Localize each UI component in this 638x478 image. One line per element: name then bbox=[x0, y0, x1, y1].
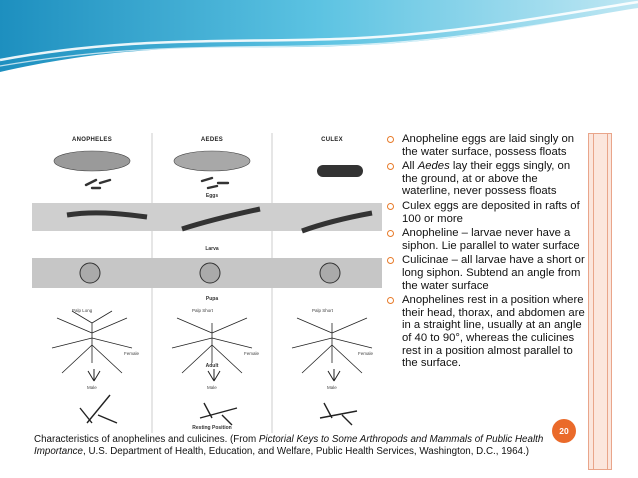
anopheles-adult-icon bbox=[51, 310, 133, 374]
male-label-aedes: Male bbox=[207, 385, 217, 390]
stage-label-pupa: Pupa bbox=[205, 296, 219, 302]
palp-label-aedes: Palp Short bbox=[192, 308, 214, 313]
aedes-egg-mass-icon bbox=[173, 150, 251, 172]
anopheles-single-eggs-icon bbox=[84, 178, 112, 190]
bullet-text: Culicinae – all larvae have a short or l… bbox=[402, 254, 585, 292]
figure-illustration bbox=[32, 133, 382, 433]
palp-label-anopheles: Palp Long bbox=[72, 308, 93, 313]
aedes-adult-icon bbox=[171, 317, 253, 374]
female-label-culex: Female bbox=[358, 351, 374, 356]
column-head-culex: CULEX bbox=[321, 137, 343, 143]
bullet-circle-icon bbox=[387, 257, 394, 265]
characteristics-bullet-list: Anopheline eggs are laid singly on the w… bbox=[385, 133, 585, 372]
aedes-larva-icon bbox=[181, 206, 261, 232]
bullet-circle-icon bbox=[387, 163, 394, 171]
side-decoration-strip bbox=[588, 133, 612, 470]
anopheles-resting-icon bbox=[79, 394, 118, 424]
bullet-text: Anopheline – larvae never have a siphon.… bbox=[402, 227, 580, 252]
male-label-anopheles: Male bbox=[87, 385, 97, 390]
column-head-anopheles: ANOPHELES bbox=[71, 137, 113, 143]
female-label-aedes: Female bbox=[244, 351, 260, 356]
bullet-item: Culex eggs are deposited in rafts of 100… bbox=[385, 200, 585, 225]
bullet-circle-icon bbox=[387, 136, 394, 143]
caption-text-end: , U.S. Department of Health, Education, … bbox=[83, 446, 529, 457]
bullet-item: Culicinae – all larvae have a short or l… bbox=[385, 254, 585, 292]
header-wave-decoration bbox=[0, 0, 638, 72]
bullet-text: Anopheline eggs are laid singly on the w… bbox=[402, 133, 575, 158]
aedes-single-eggs-icon bbox=[200, 176, 230, 190]
bullet-item: Anopheline – larvae never have a siphon.… bbox=[385, 227, 585, 252]
anopheles-pupa-icon bbox=[79, 262, 101, 284]
culex-egg-raft-icon bbox=[317, 165, 363, 177]
culex-adult-icon bbox=[291, 317, 373, 374]
female-label-anopheles: Female bbox=[124, 351, 140, 356]
aedes-male-head-icon bbox=[207, 369, 221, 382]
stage-label-adult: Adult bbox=[205, 363, 219, 369]
bullet-item: Anopheline eggs are laid singly on the w… bbox=[385, 133, 585, 158]
side-strip-inner bbox=[593, 134, 608, 469]
bullet-text: Culex eggs are deposited in rafts of 100… bbox=[402, 199, 580, 225]
culex-pupa-icon bbox=[319, 262, 341, 284]
palp-label-culex: Palp Short bbox=[312, 308, 334, 313]
page-number-badge: 20 bbox=[552, 419, 576, 443]
bullet-circle-icon bbox=[387, 202, 394, 210]
aedes-pupa-icon bbox=[199, 262, 221, 284]
bullet-italic-genus: Aedes bbox=[417, 160, 450, 173]
culex-larva-icon bbox=[301, 210, 373, 234]
bullet-item: Anophelines rest in a position where the… bbox=[385, 294, 585, 370]
bullet-item: All Aedes lay their eggs singly, on the … bbox=[385, 160, 585, 198]
anopheles-male-head-icon bbox=[87, 369, 101, 382]
culex-male-head-icon bbox=[327, 369, 341, 382]
column-head-aedes: AEDES bbox=[200, 137, 224, 143]
bullet-circle-icon bbox=[387, 230, 394, 238]
aedes-resting-icon bbox=[199, 402, 238, 426]
anopheles-egg-mass-icon bbox=[53, 150, 131, 172]
anopheles-larva-icon bbox=[66, 210, 148, 220]
stage-label-resting: Resting Position bbox=[192, 425, 232, 431]
figure-caption: Characteristics of anophelines and culic… bbox=[34, 434, 594, 458]
caption-source-title: Pictorial Keys to Some Arthropods and Ma… bbox=[34, 434, 544, 457]
male-label-culex: Male bbox=[327, 385, 337, 390]
stage-label-eggs: Eggs bbox=[205, 193, 219, 199]
culex-resting-icon bbox=[319, 402, 358, 426]
bullet-circle-icon bbox=[387, 297, 394, 305]
caption-text-start: Characteristics of anophelines and culic… bbox=[34, 434, 259, 445]
stage-label-larva: Larva bbox=[205, 246, 219, 252]
larva-band bbox=[32, 203, 382, 231]
bullet-text: Anophelines rest in a position where the… bbox=[402, 294, 585, 370]
bullet-text: All Aedes lay their eggs singly, on the … bbox=[402, 160, 571, 198]
mosquito-comparison-figure: ANOPHELES AEDES CULEX Eggs Larva Pupa Ad… bbox=[32, 133, 382, 433]
